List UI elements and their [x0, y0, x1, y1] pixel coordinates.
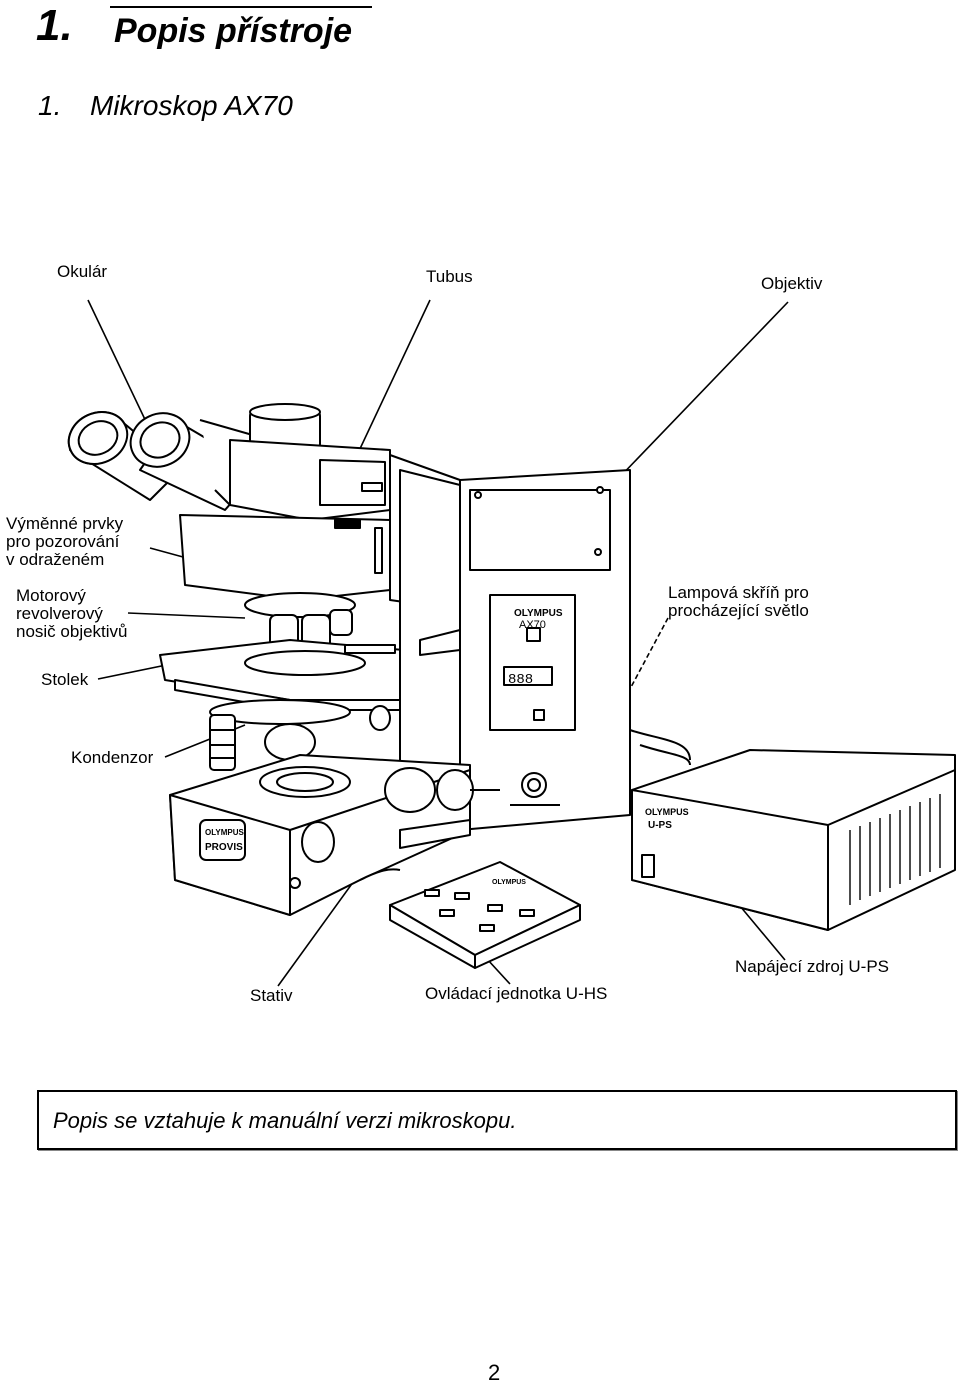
controller-brand: OLYMPUS [492, 879, 526, 886]
power-supply [631, 749, 956, 931]
label-vymenne-3: v odraženém [6, 550, 105, 569]
label-objektiv: Objektiv [761, 274, 823, 293]
lamp-brand: OLYMPUS [514, 608, 563, 619]
condenser [209, 699, 391, 771]
label-motorovy-3: nosič objektivů [16, 622, 128, 641]
lamp-housing [459, 469, 631, 831]
tubus [229, 403, 391, 521]
label-okular: Okulár [57, 262, 108, 281]
label-tubus: Tubus [426, 267, 473, 286]
label-vymenne-2: pro pozorování [6, 532, 120, 551]
lamp-model: AX70 [519, 619, 546, 631]
label-stativ: Stativ [250, 986, 293, 1005]
eyepiece-left [67, 411, 181, 501]
label-motorovy-2: revolverový [16, 604, 103, 623]
note-box: Popis se vztahuje k manuální verzi mikro… [37, 1090, 957, 1150]
label-motorovy-1: Motorový [16, 586, 86, 605]
control-unit [359, 861, 581, 969]
chapter-title: Popis přístroje [114, 12, 353, 50]
base-model: PROVIS [205, 842, 243, 853]
label-ovladaci: Ovládací jednotka U-HS [425, 984, 608, 1003]
label-vymenne-1: Výměnné prvky [6, 514, 124, 533]
chapter-rule [110, 6, 372, 8]
page-number: 2 [488, 1360, 501, 1385]
chapter-number: 1. [36, 1, 73, 50]
label-kondenzor: Kondenzor [71, 748, 154, 767]
section-title: Mikroskop AX70 [90, 90, 293, 121]
label-lampova-2: procházející světlo [668, 601, 809, 620]
base-brand: OLYMPUS [205, 828, 244, 837]
label-stolek: Stolek [41, 670, 89, 689]
lamp-display: 888 [508, 672, 533, 688]
psu-model: U-PS [648, 820, 672, 831]
section-number: 1. [38, 90, 62, 121]
psu-brand: OLYMPUS [645, 807, 689, 817]
stage [159, 639, 461, 711]
note-text: Popis se vztahuje k manuální verzi mikro… [53, 1108, 517, 1133]
label-napajeci: Napájecí zdroj U-PS [735, 957, 890, 976]
stativ-base [169, 754, 500, 916]
label-lampova-1: Lampová skříň pro [668, 583, 809, 602]
